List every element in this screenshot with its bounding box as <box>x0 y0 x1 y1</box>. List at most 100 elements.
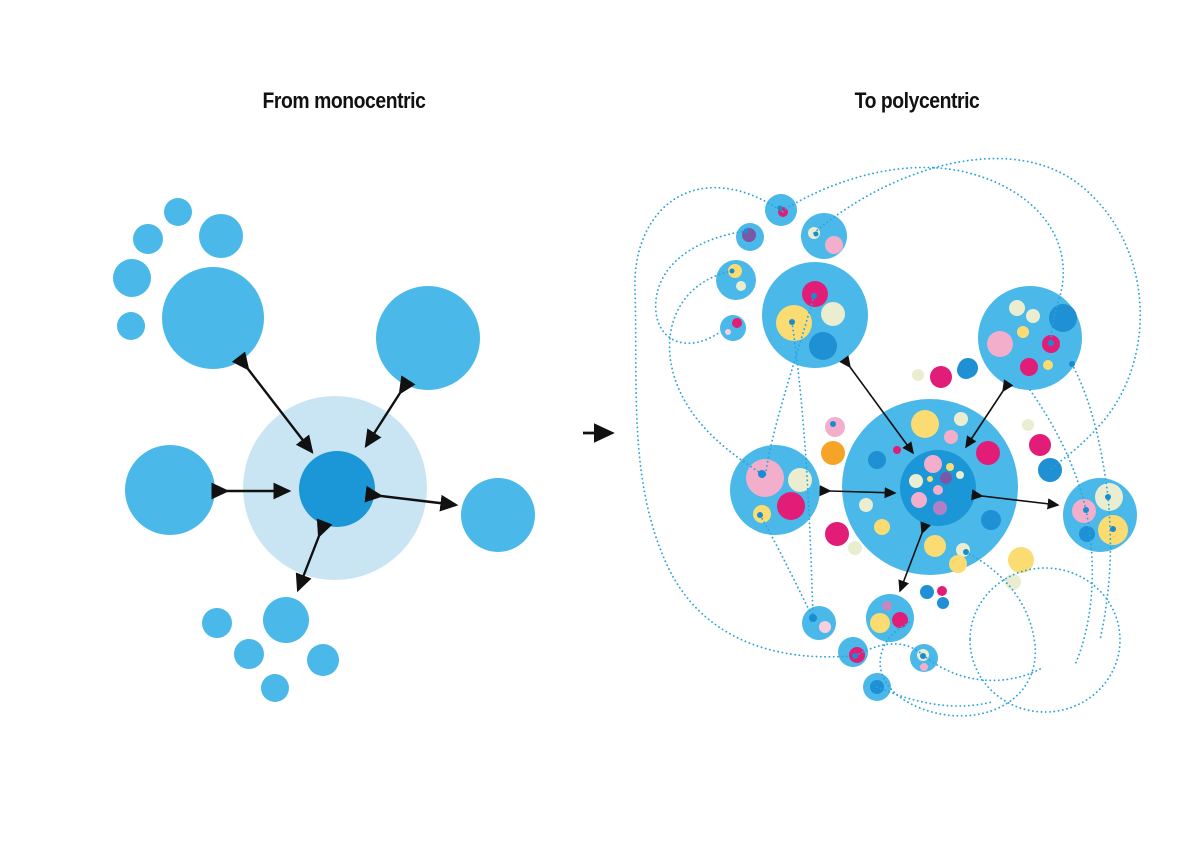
cream-district-circle <box>859 498 873 512</box>
yellow-district-circle <box>1043 360 1053 370</box>
hub-dot <box>1110 526 1116 532</box>
hub-dot <box>813 231 819 237</box>
pink-district-circle <box>933 485 943 495</box>
dark-district-circle <box>1049 304 1077 332</box>
pink-district-circle <box>825 236 843 254</box>
yellow-district-circle <box>874 519 890 535</box>
network-link-path <box>879 551 1036 717</box>
hub-dot <box>729 268 735 274</box>
hub-dot <box>743 228 749 234</box>
magenta-district-circle <box>1029 434 1051 456</box>
hub-dot <box>811 293 817 299</box>
satellite-circle <box>125 445 215 535</box>
magenta-district-circle <box>937 586 947 596</box>
satellite-circle <box>199 214 243 258</box>
cream-district-circle <box>912 369 924 381</box>
network-link-path <box>668 270 763 475</box>
hub-dot <box>830 421 836 427</box>
lavender-district-circle <box>933 501 947 515</box>
yellow-district-circle <box>728 264 742 278</box>
hub-dot <box>757 512 763 518</box>
magenta-district-circle <box>825 522 849 546</box>
network-link-path <box>654 230 747 344</box>
monocentric-diagram <box>113 198 535 702</box>
network-link-path <box>969 567 1121 713</box>
flow-arrow <box>898 521 931 593</box>
cream-district-circle <box>848 541 862 555</box>
flow-arrow <box>231 351 314 454</box>
orange-district-circle <box>821 441 845 465</box>
magenta-district-circle <box>893 446 901 454</box>
dark-district-circle <box>920 585 934 599</box>
yellow-district-circle <box>911 410 939 438</box>
magenta-district-circle <box>976 441 1000 465</box>
yellow-district-circle <box>924 535 946 557</box>
town-circle <box>716 260 756 300</box>
town-circle <box>720 315 746 341</box>
hub-dot <box>1048 340 1054 346</box>
left-title: From monocentric <box>262 88 426 113</box>
hub-dots <box>729 205 1116 659</box>
network-link-path <box>759 514 814 619</box>
cream-district-circle <box>1005 574 1021 590</box>
magenta-district-circle <box>777 492 805 520</box>
satellite-circle <box>263 597 309 643</box>
dark-district-circle <box>1079 526 1095 542</box>
pink-district-circle <box>746 459 784 497</box>
yellow-district-circle <box>927 476 933 482</box>
yellow-district-circle <box>946 463 954 471</box>
hub-dot <box>809 614 817 622</box>
polycentric-district-circles <box>725 207 1128 694</box>
pink-district-circle <box>911 492 927 508</box>
dark-district-circle <box>937 597 949 609</box>
yellow-district-circle <box>949 555 967 573</box>
magenta-district-circle <box>1020 358 1038 376</box>
satellite-circle <box>117 312 145 340</box>
flow-arrow <box>819 485 897 499</box>
pink-district-circle <box>924 455 942 473</box>
flow-arrow <box>295 518 333 593</box>
polycentric-host-circles <box>716 194 1137 701</box>
network-link-path <box>781 166 1065 345</box>
cream-district-circle <box>956 471 964 479</box>
town-circle <box>802 606 836 640</box>
satellite-circle <box>162 267 264 369</box>
flow-arrow <box>364 375 416 449</box>
cream-district-circle <box>1026 309 1040 323</box>
dark-district-circle <box>981 510 1001 530</box>
satellite-circle <box>202 608 232 638</box>
hub-dot <box>963 549 969 555</box>
flow-arrow <box>971 489 1060 510</box>
satellite-circle <box>234 639 264 669</box>
hub-dot <box>1105 494 1111 500</box>
flow-arrow <box>364 485 459 512</box>
satellite-circle <box>133 224 163 254</box>
hub-dot <box>789 319 795 325</box>
cream-district-circle <box>1009 300 1025 316</box>
network-link-path <box>634 186 851 658</box>
mauve-district-circle <box>882 601 892 611</box>
right-title: To polycentric <box>854 88 980 113</box>
cream-district-circle <box>736 281 746 291</box>
network-link-path <box>791 321 814 619</box>
lightpink-district-circle <box>819 621 831 633</box>
dark-district-circle <box>868 451 886 469</box>
dark-district-circle <box>957 361 975 379</box>
town-circle <box>801 213 847 259</box>
cream-district-circle <box>954 412 968 426</box>
yellow-district-circle <box>870 613 890 633</box>
town-circle <box>762 262 868 368</box>
dark-district-circle <box>809 332 837 360</box>
pink-district-circle <box>987 331 1013 357</box>
cream-district-circle <box>909 474 923 488</box>
pink-district-circle <box>944 430 958 444</box>
yellow-district-circle <box>1008 547 1034 573</box>
satellite-circle <box>461 478 535 552</box>
center-core-circle <box>299 451 375 527</box>
pink-district-circle <box>825 417 845 437</box>
magenta-district-circle <box>732 318 742 328</box>
polycentric-flow-arrows <box>819 355 1060 593</box>
satellite-circle <box>261 674 289 702</box>
hub-dot <box>1083 507 1089 513</box>
